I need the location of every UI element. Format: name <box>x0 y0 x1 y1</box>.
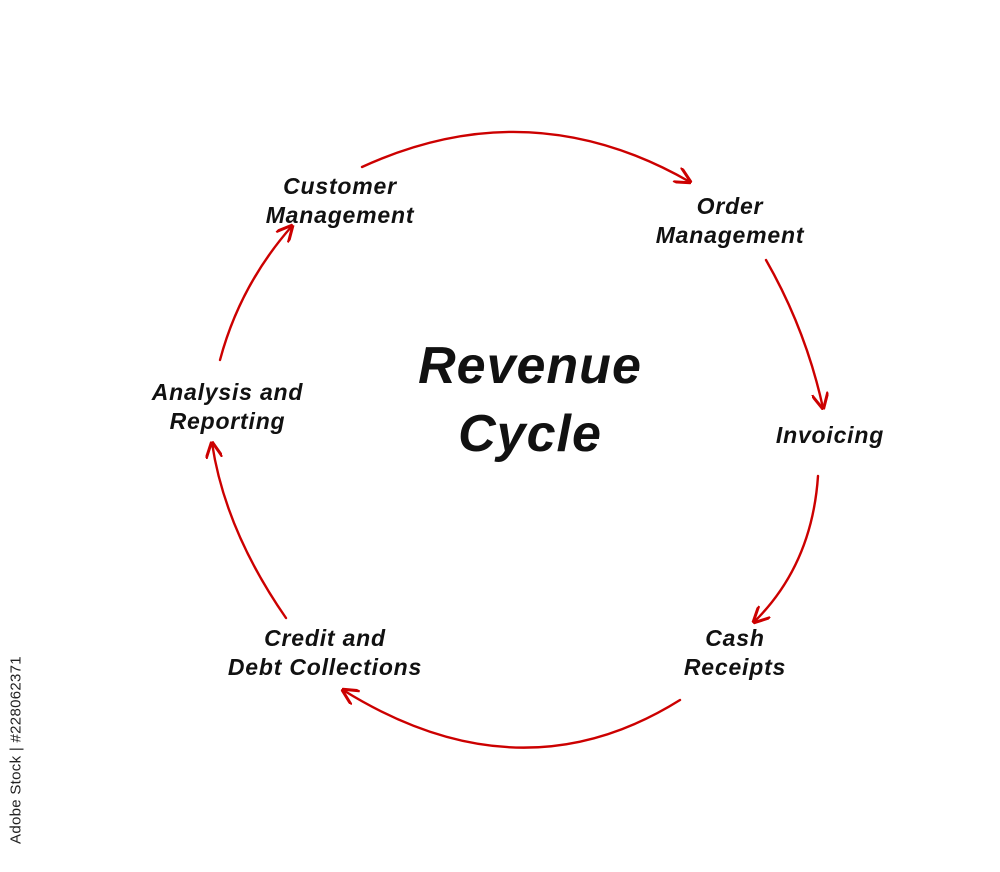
step-label-line: Order <box>696 193 764 219</box>
step-label-line: Credit and <box>264 625 386 651</box>
step-invoicing: Invoicing <box>725 421 935 450</box>
arrow-cash-to-credit <box>343 690 682 749</box>
arrow-customer-to-order <box>360 130 690 182</box>
arrow-order-to-invoicing <box>764 258 823 408</box>
title-line-1: Revenue <box>418 337 642 395</box>
step-order-management: Order Management <box>590 192 870 250</box>
step-label-line: Reporting <box>169 408 286 434</box>
watermark-text: Adobe Stock | #228062371 <box>7 656 25 844</box>
arrow-credit-to-analysis <box>212 443 288 620</box>
step-credit-and-debt-collections: Credit and Debt Collections <box>155 624 495 682</box>
step-label-line: Debt Collections <box>227 654 423 680</box>
arrow-analysis-to-customer <box>218 226 292 362</box>
step-cash-receipts: Cash Receipts <box>620 624 850 682</box>
step-label-line: Customer <box>283 173 397 199</box>
diagram-title: Revenue Cycle <box>330 332 730 468</box>
step-label-line: Analysis and <box>151 379 304 405</box>
step-label-line: Invoicing <box>775 422 885 448</box>
step-analysis-and-reporting: Analysis and Reporting <box>90 378 365 436</box>
stock-watermark: Adobe Stock | #228062371 <box>4 630 28 870</box>
step-label-line: Management <box>265 202 415 228</box>
step-customer-management: Customer Management <box>190 172 490 230</box>
step-label-line: Management <box>655 222 805 248</box>
title-line-2: Cycle <box>458 405 602 463</box>
step-label-line: Receipts <box>683 654 787 680</box>
step-label-line: Cash <box>705 625 765 651</box>
arrow-invoicing-to-cash <box>754 474 820 622</box>
